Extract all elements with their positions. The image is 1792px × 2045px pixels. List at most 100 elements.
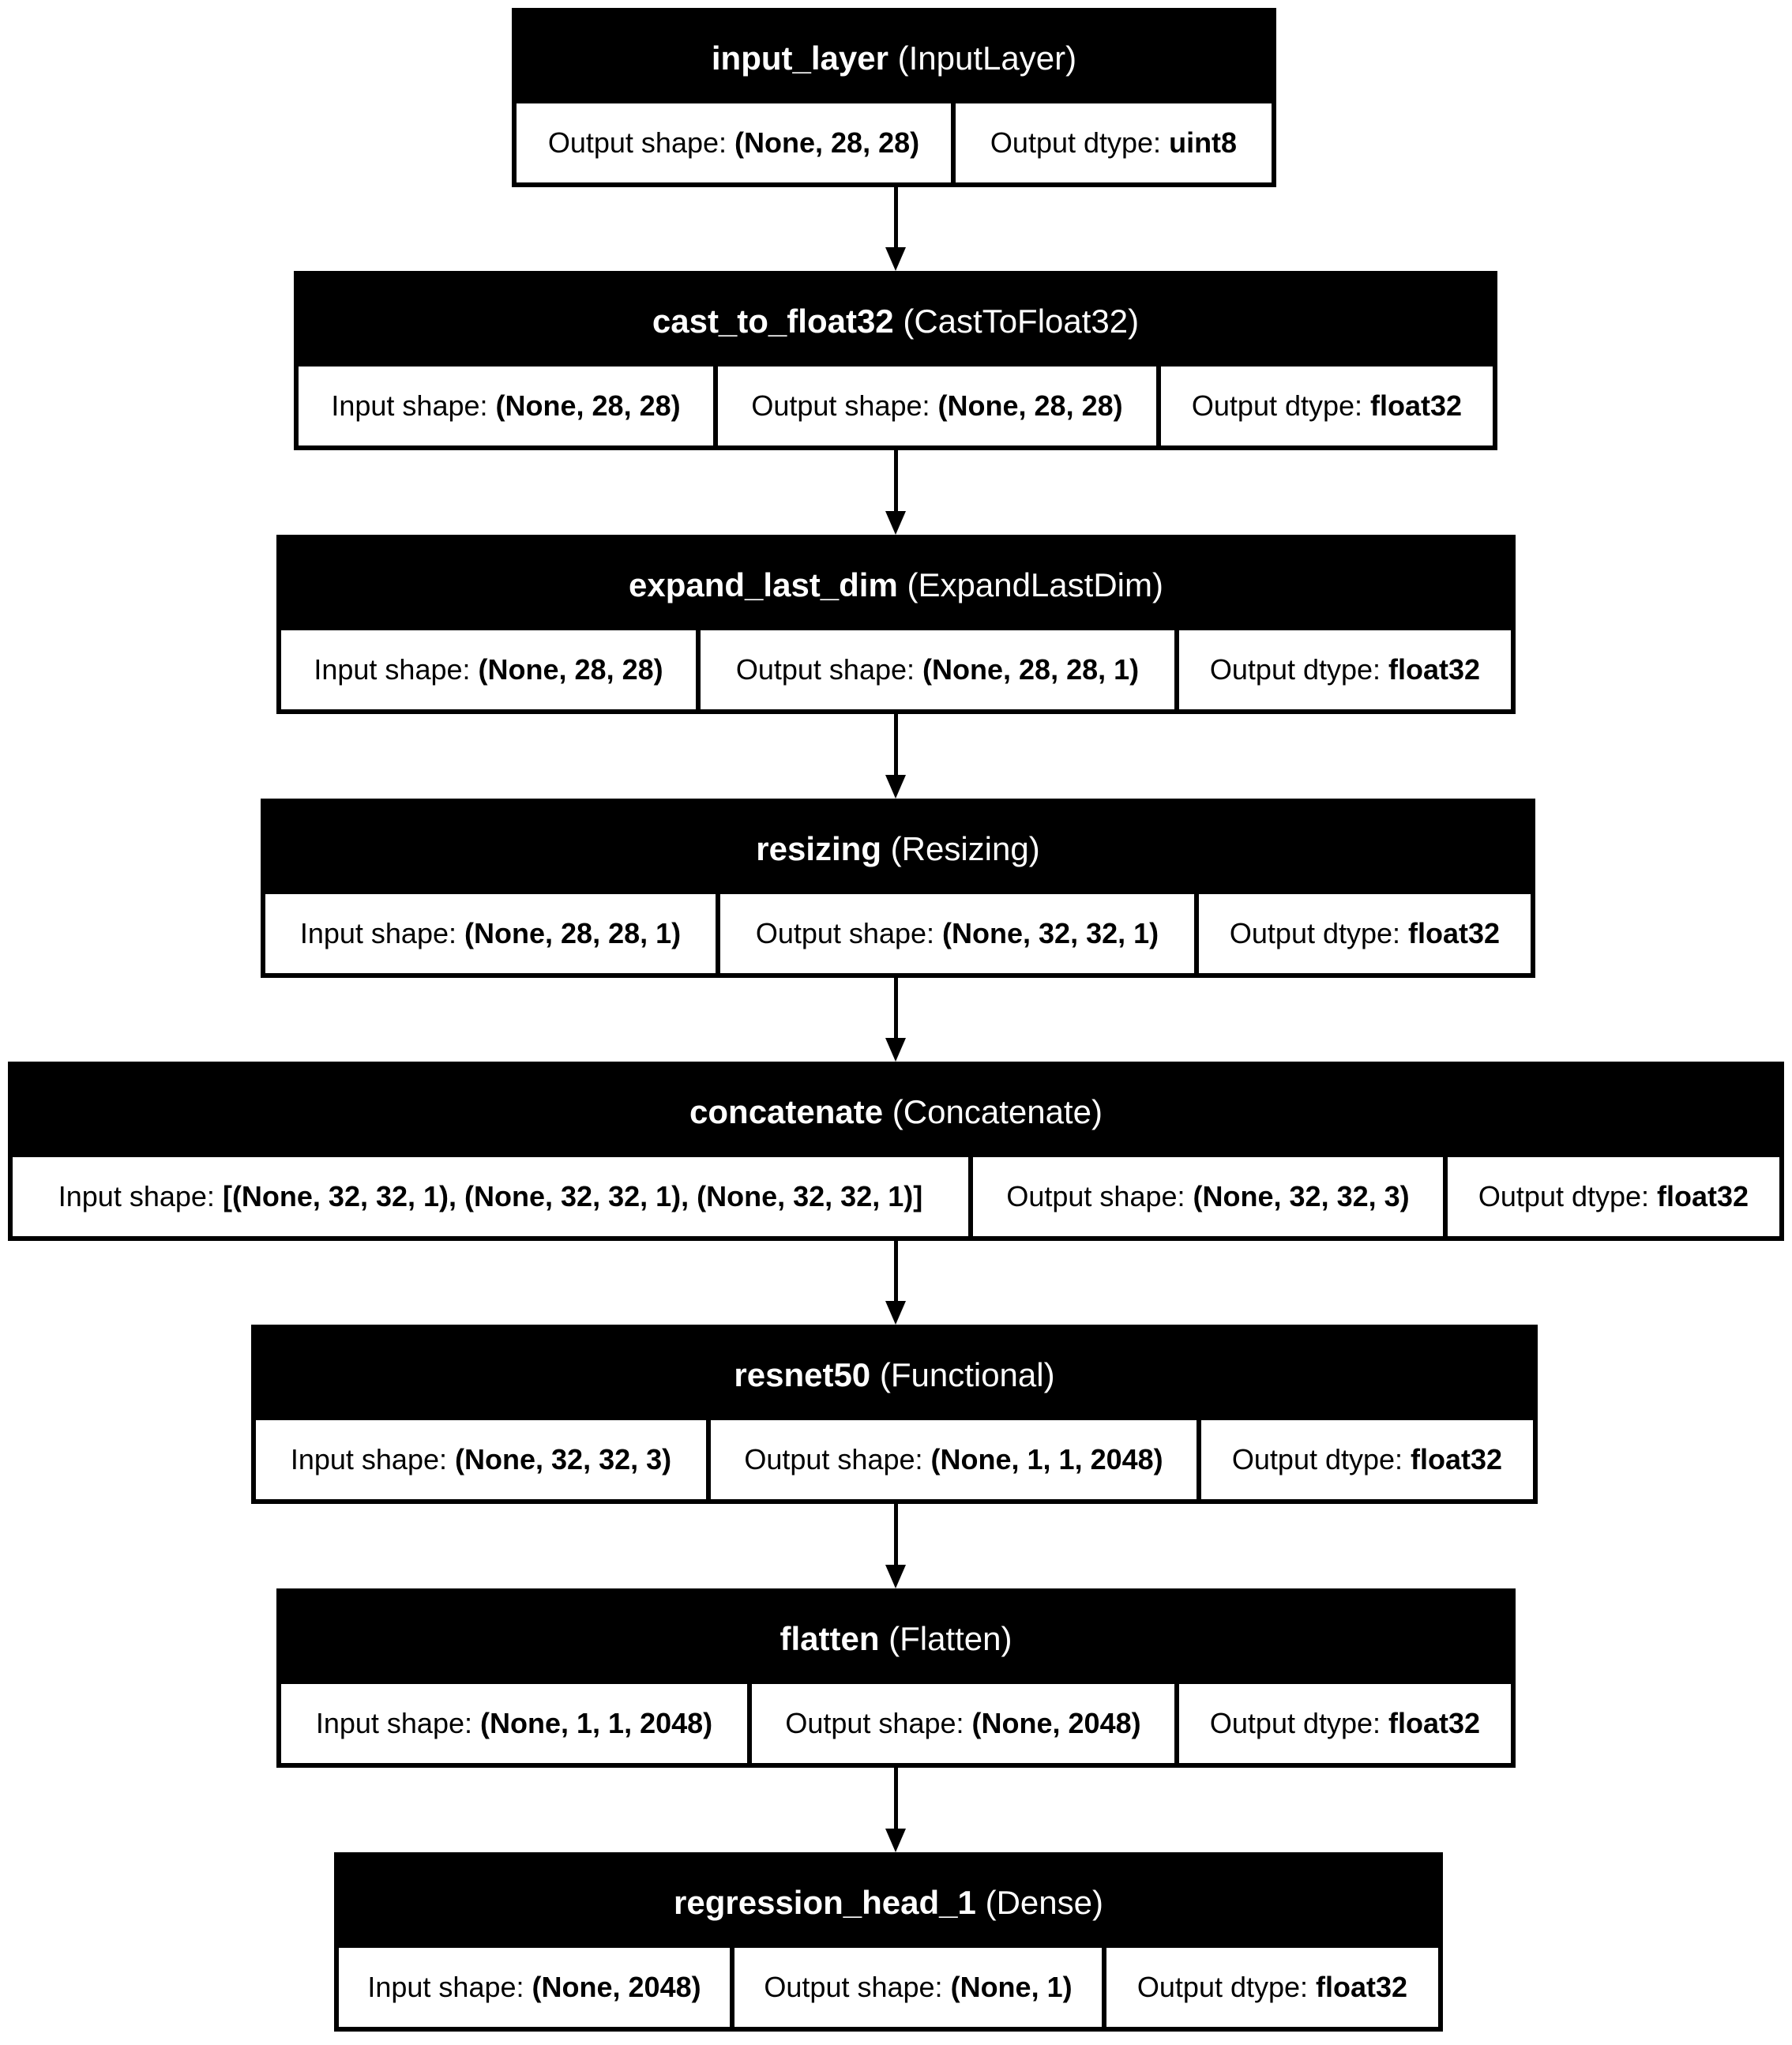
layer-header: expand_last_dim (ExpandLastDim) [281, 539, 1511, 630]
info-value: (None, 28, 28, 1) [922, 653, 1140, 686]
info-value: (None, 1, 1, 2048) [930, 1443, 1163, 1475]
layer-info-cell: Output dtype: float32 [1448, 1157, 1779, 1236]
info-label: Output shape: [744, 1443, 923, 1475]
layer-info-cell: Output dtype: uint8 [956, 103, 1272, 182]
layer-node-resizing: resizing (Resizing)Input shape: (None, 2… [261, 799, 1535, 978]
layer-name: concatenate [689, 1092, 884, 1130]
info-label: Output shape: [751, 389, 930, 422]
layer-info-cell: Output dtype: float32 [1199, 894, 1531, 973]
arrow-shaft [893, 714, 898, 776]
info-value: (None, 32, 32, 1) [942, 917, 1159, 949]
layer-info-cell: Output dtype: float32 [1179, 630, 1511, 709]
info-label: Input shape: [299, 917, 457, 949]
arrow-shaft [893, 187, 898, 249]
info-value: float32 [1388, 653, 1481, 686]
info-value: (None, 28, 28) [478, 653, 663, 686]
layer-info-cell: Output shape: (None, 28, 28) [718, 367, 1156, 445]
layer-class: (Concatenate) [892, 1092, 1103, 1130]
layer-info-cell: Output shape: (None, 32, 32, 3) [973, 1157, 1443, 1236]
info-value: (None, 2048) [532, 1971, 701, 2003]
layer-class: (Functional) [879, 1355, 1055, 1393]
arrow-down-icon [885, 1301, 906, 1325]
layer-node-resnet50: resnet50 (Functional) Input shape: (None,… [251, 1325, 1538, 1504]
layer-info-cell: Output shape: (None, 28, 28, 1) [701, 630, 1174, 709]
layer-name: resnet50 [734, 1355, 871, 1393]
layer-info-cell: Output dtype: float32 [1106, 1948, 1438, 2027]
info-label: Input shape: [367, 1971, 524, 2003]
layer-info-cell: Output dtype: float32 [1161, 367, 1493, 445]
arrow-down-icon [885, 775, 906, 799]
layer-node-regression-head-1: regression_head_1 (Dense) Input shape: (N… [334, 1852, 1443, 2032]
layer-info-row: Input shape: (None, 28, 28, 1)Output sha… [265, 894, 1531, 973]
layer-node-input-layer: input_layer (InputLayer) Output shape: (N… [512, 8, 1276, 187]
info-value: uint8 [1169, 126, 1238, 159]
layer-info-row: Input shape: (None, 1, 1, 2048) Output sh… [281, 1684, 1511, 1763]
layer-header: resizing (Resizing) [265, 803, 1531, 894]
arrow-shaft [893, 978, 898, 1039]
info-value: (None, 2048) [971, 1707, 1141, 1739]
arrow-shaft [893, 1768, 898, 1830]
arrow-shaft [893, 450, 898, 513]
layer-class: (ExpandLastDim) [907, 566, 1163, 603]
layer-info-cell: Output dtype: float32 [1201, 1420, 1533, 1499]
info-label: Input shape: [315, 1707, 473, 1739]
layer-info-cell: Output shape: (None, 1, 1, 2048) [711, 1420, 1197, 1499]
layer-info-row: Output shape: (None, 28, 28)Output dtype… [517, 103, 1272, 182]
info-label: Output dtype: [1136, 1971, 1309, 2003]
info-value: float32 [1408, 917, 1501, 949]
layer-header: cast_to_float32 (CastToFloat32) [299, 276, 1493, 367]
info-label: Input shape: [331, 389, 488, 422]
layer-class: (Resizing) [890, 829, 1040, 867]
info-value: float32 [1657, 1180, 1749, 1212]
info-value: (None, 32, 32, 3) [455, 1443, 672, 1475]
info-value: float32 [1370, 389, 1463, 422]
info-value: (None, 1) [950, 1971, 1073, 2003]
info-value: float32 [1316, 1971, 1408, 2003]
info-value: float32 [1388, 1707, 1481, 1739]
arrow-down-icon [885, 1038, 906, 1062]
info-label: Output dtype: [1191, 389, 1363, 422]
layer-info-cell: Input shape: (None, 28, 28) [299, 367, 713, 445]
info-label: Output shape: [1006, 1180, 1185, 1212]
layer-class: (Dense) [985, 1883, 1103, 1921]
layer-header: regression_head_1 (Dense) [339, 1857, 1438, 1948]
info-value: (None, 32, 32, 3) [1193, 1180, 1410, 1212]
info-value: (None, 1, 1, 2048) [480, 1707, 713, 1739]
info-label: Output shape: [735, 653, 915, 686]
arrow-down-icon [885, 247, 906, 271]
layer-info-cell: Output shape: (None, 1) [734, 1948, 1102, 2027]
layer-node-concatenate: concatenate (Concatenate)Input shape: [(… [8, 1062, 1784, 1241]
info-label: Output dtype: [1478, 1180, 1650, 1212]
layer-info-row: Input shape: (None, 28, 28)Output shape:… [281, 630, 1511, 709]
info-label: Output shape: [755, 917, 935, 949]
info-label: Output dtype: [1229, 917, 1401, 949]
layer-class: (InputLayer) [897, 39, 1077, 77]
info-label: Input shape: [58, 1180, 215, 1212]
layer-name: flatten [780, 1619, 880, 1657]
layer-info-cell: Output shape: (None, 32, 32, 1) [720, 894, 1194, 973]
layer-name: regression_head_1 [674, 1883, 976, 1921]
info-label: Input shape: [290, 1443, 448, 1475]
info-label: Output dtype: [1209, 653, 1381, 686]
arrow-down-icon [885, 1565, 906, 1588]
info-value: float32 [1411, 1443, 1503, 1475]
layer-node-expand-last-dim: expand_last_dim (ExpandLastDim)Input sha… [276, 535, 1516, 714]
layer-node-cast-to-float32: cast_to_float32 (CastToFloat32)Input sha… [294, 271, 1497, 450]
layer-name: resizing [756, 829, 881, 867]
layer-name: input_layer [711, 39, 888, 77]
layer-header: resnet50 (Functional) [256, 1329, 1533, 1420]
info-label: Output dtype: [1231, 1443, 1403, 1475]
arrow-down-icon [885, 1829, 906, 1852]
layer-info-cell: Output shape: (None, 28, 28) [517, 103, 951, 182]
info-value: [(None, 32, 32, 1), (None, 32, 32, 1), (… [222, 1180, 923, 1212]
layer-header: concatenate (Concatenate) [13, 1066, 1779, 1157]
info-label: Output shape: [785, 1707, 964, 1739]
arrow-down-icon [885, 511, 906, 535]
layer-info-cell: Input shape: [(None, 32, 32, 1), (None, … [13, 1157, 968, 1236]
layer-info-row: Input shape: [(None, 32, 32, 1), (None, … [13, 1157, 1779, 1236]
arrow-shaft [893, 1241, 898, 1303]
layer-info-cell: Input shape: (None, 28, 28) [281, 630, 696, 709]
layer-header: flatten (Flatten) [281, 1593, 1511, 1684]
info-label: Output dtype: [990, 126, 1162, 159]
